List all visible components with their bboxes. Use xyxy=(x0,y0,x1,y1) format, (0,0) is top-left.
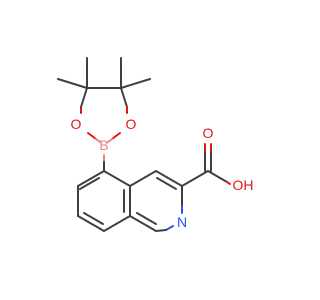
carboxyl-group xyxy=(181,143,231,187)
pyr-bond-5-inner xyxy=(136,212,157,225)
pinacol-ring xyxy=(80,87,128,143)
methyl-groups xyxy=(57,57,151,89)
molecule-drawing: O O B N O OH xyxy=(57,57,254,232)
pyr-bond-4 xyxy=(155,229,167,232)
oxygen-right-label: O xyxy=(126,116,137,132)
benz-bond-3 xyxy=(77,215,105,232)
methyl-bond-2 xyxy=(57,78,88,89)
benzene-ring xyxy=(77,170,131,232)
oxygen-left-label: O xyxy=(71,116,82,132)
hydroxyl-label: OH xyxy=(233,177,254,193)
pyridine-ring xyxy=(129,170,183,232)
benz-bond-3-inner xyxy=(83,212,104,225)
structure-canvas: O O B N O OH xyxy=(57,57,254,232)
benz-bond-1 xyxy=(77,170,105,187)
ring-c-o-right-bond-a xyxy=(120,87,128,108)
pyr-bond-2 xyxy=(155,170,183,187)
pyr-bond-4-n xyxy=(165,225,174,231)
ring-o-b-right-bond-b xyxy=(107,138,113,143)
carbonyl-oxygen-label: O xyxy=(203,125,214,141)
pyr-bond-5 xyxy=(129,215,157,232)
benz-bond-1-inner xyxy=(79,177,100,190)
ring-o-b-left-bond-b xyxy=(95,138,101,143)
pyr-bond-2-inner xyxy=(156,177,177,190)
ring-c-o-left-bond-a xyxy=(80,87,88,108)
ring-o-b-right-bond xyxy=(111,132,121,140)
methyl-bond-4 xyxy=(120,78,151,89)
carboxyl-oh-bond-red xyxy=(226,181,231,185)
carboxyl-c-bond xyxy=(181,170,209,187)
nitrogen-label: N xyxy=(177,214,187,230)
benz-bond-4 xyxy=(103,215,131,232)
carboxyl-oh-bond xyxy=(207,170,228,183)
pyr-bond-1 xyxy=(129,170,157,187)
boron-label: B xyxy=(99,137,108,153)
benz-bond-6 xyxy=(103,170,131,187)
ring-o-b-left-bond xyxy=(87,132,97,140)
